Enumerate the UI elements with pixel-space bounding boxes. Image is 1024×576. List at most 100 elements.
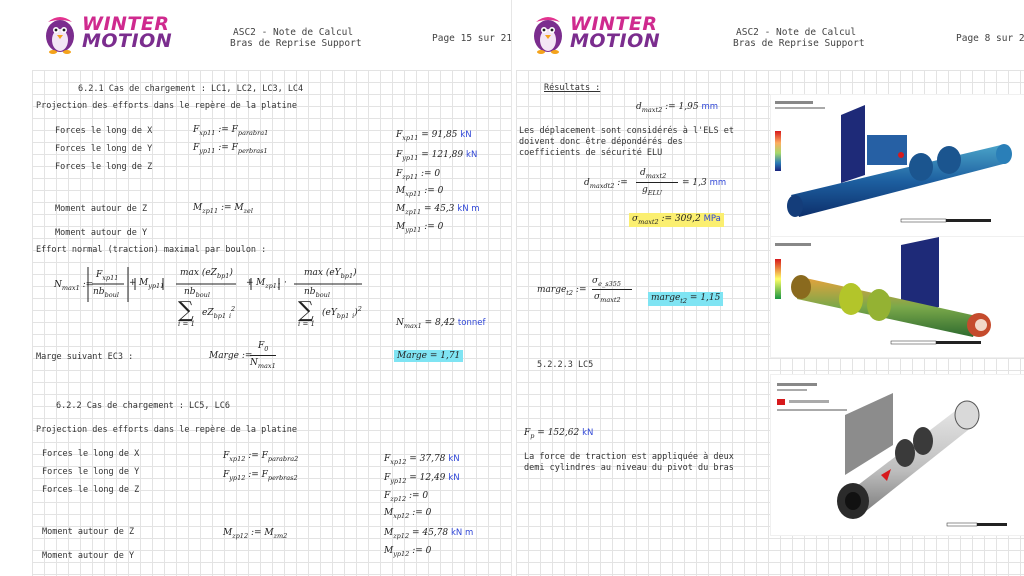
doc-title: ASC2 - Note de Calcul (736, 27, 857, 38)
row-label: Forces le long de Y (55, 144, 153, 154)
term3-moment: Mzp11 · (256, 278, 287, 290)
doc-title: ASC2 - Note de Calcul (233, 27, 354, 38)
result-value: Fyp11 = 121,89 kN (396, 150, 478, 162)
page-separator (511, 0, 512, 576)
result-value: Fyp12 = 12,49 kN (384, 473, 460, 485)
f1-denominator: nbboul (93, 287, 119, 299)
sum1-limit: i = 1 (178, 320, 196, 328)
sum1-body: eZbp1 i2 (202, 305, 236, 320)
fea-stress-figure (770, 236, 1024, 358)
page-number: Page 15 sur 21 (432, 33, 512, 44)
plus-sign: + (246, 278, 254, 288)
fraction-bar (636, 182, 678, 183)
result-value: Myp11 := 0 (396, 222, 444, 234)
sum2-limit: i = 1 (298, 320, 316, 328)
f1-numerator: Fxp11 (96, 270, 119, 282)
section-title-621: 6.2.1 Cas de chargement : LC1, LC2, LC3,… (78, 84, 304, 94)
marge-result-highlight: marget2 = 1,15 (648, 292, 724, 306)
paragraph-line: demi cylindres au niveau du pivot du bra… (524, 463, 734, 473)
marge-def: Marge := (209, 351, 253, 361)
projection-text-2: Projection des efforts dans le repère de… (36, 425, 297, 435)
result-value: Fxp11 = 91,85 kN (396, 130, 472, 142)
sum1-symbol: ∑ (178, 298, 194, 323)
row-label: Forces le long de Y (42, 467, 140, 477)
marge-numerator: F0 (258, 341, 269, 353)
definition: Fxp12 := Fparabra2 (223, 451, 299, 463)
term2-moment: Myp11 (139, 278, 165, 290)
right-page: WINTER MOTION ASC2 - Note de Calcul Bras… (512, 0, 1024, 576)
effort-title: Effort normal (traction) maximal par bou… (36, 245, 267, 255)
result-value: Mzp11 = 45,3 kN m (396, 204, 480, 216)
f2-denominator: nbboul (184, 287, 210, 299)
marge-result-highlight: Marge = 1,71 (394, 350, 464, 362)
row-label: Moment autour de Z (42, 527, 135, 537)
paragraph-line: coefficients de sécurité ELU (519, 148, 663, 158)
doc-subtitle: Bras de Reprise Support (230, 38, 362, 49)
dmaxdt-result: = 1,3 mm (682, 178, 727, 188)
winter-motion-logo: WINTER MOTION (40, 14, 172, 58)
section-title-622: 6.2.2 Cas de chargement : LC5, LC6 (56, 401, 230, 411)
logo-line1: WINTER (570, 13, 658, 35)
result-value: Fzp12 := 0 (384, 491, 429, 503)
sigma-highlight: σmaxt2 := 309,2 MPa (629, 213, 724, 227)
result-value: Mzp12 = 45,78 kN m (384, 528, 474, 540)
marge-lhs: marget2 := (537, 285, 587, 297)
result-value: Mxp11 := 0 (396, 186, 444, 198)
result-value: Myp12 := 0 (384, 546, 432, 558)
paragraph-line: doivent donc être dépondérés des (519, 137, 683, 147)
result-value: Fzp11 := 0 (396, 169, 441, 181)
sum2-body: (eYbp1 i)2 (322, 305, 362, 320)
left-page: WINTER MOTION ASC2 - Note de Calcul Bras… (32, 14, 512, 576)
paragraph-line: La force de traction est appliquée à deu… (524, 452, 734, 462)
logo-wordmark: WINTER MOTION (82, 13, 173, 52)
logo-line2: MOTION (82, 30, 173, 52)
logo-line1: WINTER (82, 13, 170, 35)
dmaxdt-denominator: gELU (642, 185, 662, 197)
fraction-bar (250, 355, 276, 356)
row-label: Forces le long de X (42, 449, 140, 459)
definition: Fyp11 := Fperbras1 (193, 143, 268, 155)
logo-wordmark: WINTER MOTION (570, 13, 661, 52)
winter-motion-logo: WINTER MOTION (528, 14, 660, 58)
fea-deformation-figure (770, 94, 1024, 238)
row-label: Forces le long de X (55, 126, 153, 136)
definition: Mzp11 := Mzel (193, 203, 253, 215)
sum2-symbol: ∑ (298, 298, 314, 323)
nmax-result: Nmax1 = 8,42 tonnef (396, 318, 486, 330)
paragraph-line: Les déplacement sont considérés à l'ELS … (519, 126, 734, 136)
marge-denominator: Nmax1 (250, 358, 276, 370)
dmaxdt-numerator: dmaxt2 (640, 168, 667, 180)
fraction-bar (592, 289, 632, 290)
definition: Fxp11 := Fparabra1 (193, 125, 269, 137)
definition: Mzp12 := Mzm2 (223, 528, 288, 540)
dmax-value: dmaxt2 := 1,95 mm (636, 102, 719, 114)
page-number: Page 8 sur 2 (956, 33, 1024, 44)
fp-value: Fp = 152,62 kN (524, 428, 594, 440)
fea-loadcase-figure (770, 374, 1024, 536)
marge-numerator: σe_s355 (592, 276, 621, 288)
section-lc5: 5.2.2.3 LC5 (537, 360, 594, 370)
logo-line2: MOTION (570, 30, 661, 52)
row-label: Moment autour de Z (55, 204, 148, 214)
row-label: Forces le long de Z (42, 485, 140, 495)
result-value: Mxp12 := 0 (384, 508, 432, 520)
bolt-tension-formula (87, 267, 362, 302)
doc-subtitle: Bras de Reprise Support (733, 38, 865, 49)
max2: max (eYbp1) (304, 268, 357, 280)
result-value: Fxp12 = 37,78 kN (384, 454, 460, 466)
calc-grid (32, 70, 512, 576)
row-label: Moment autour de Y (42, 551, 135, 561)
penguin-mascot-icon (46, 17, 74, 54)
marge-denominator: σmaxt2 (594, 292, 621, 304)
row-label: Forces le long de Z (55, 162, 153, 172)
plus-sign: + (129, 278, 137, 288)
marge-label: Marge suivant EC3 : (36, 352, 134, 362)
projection-text-1: Projection des efforts dans le repère de… (36, 101, 297, 111)
dmaxdt-lhs: dmaxdt2 := (584, 178, 628, 190)
f3-denominator: nbboul (304, 287, 330, 299)
penguin-mascot-icon (534, 17, 562, 54)
row-label: Moment autour de Y (55, 228, 148, 238)
max1: max (eZbp1) (180, 268, 233, 280)
resultats-title: Résultats : (544, 83, 601, 93)
definition: Fyp12 := Fperbras2 (223, 470, 298, 482)
